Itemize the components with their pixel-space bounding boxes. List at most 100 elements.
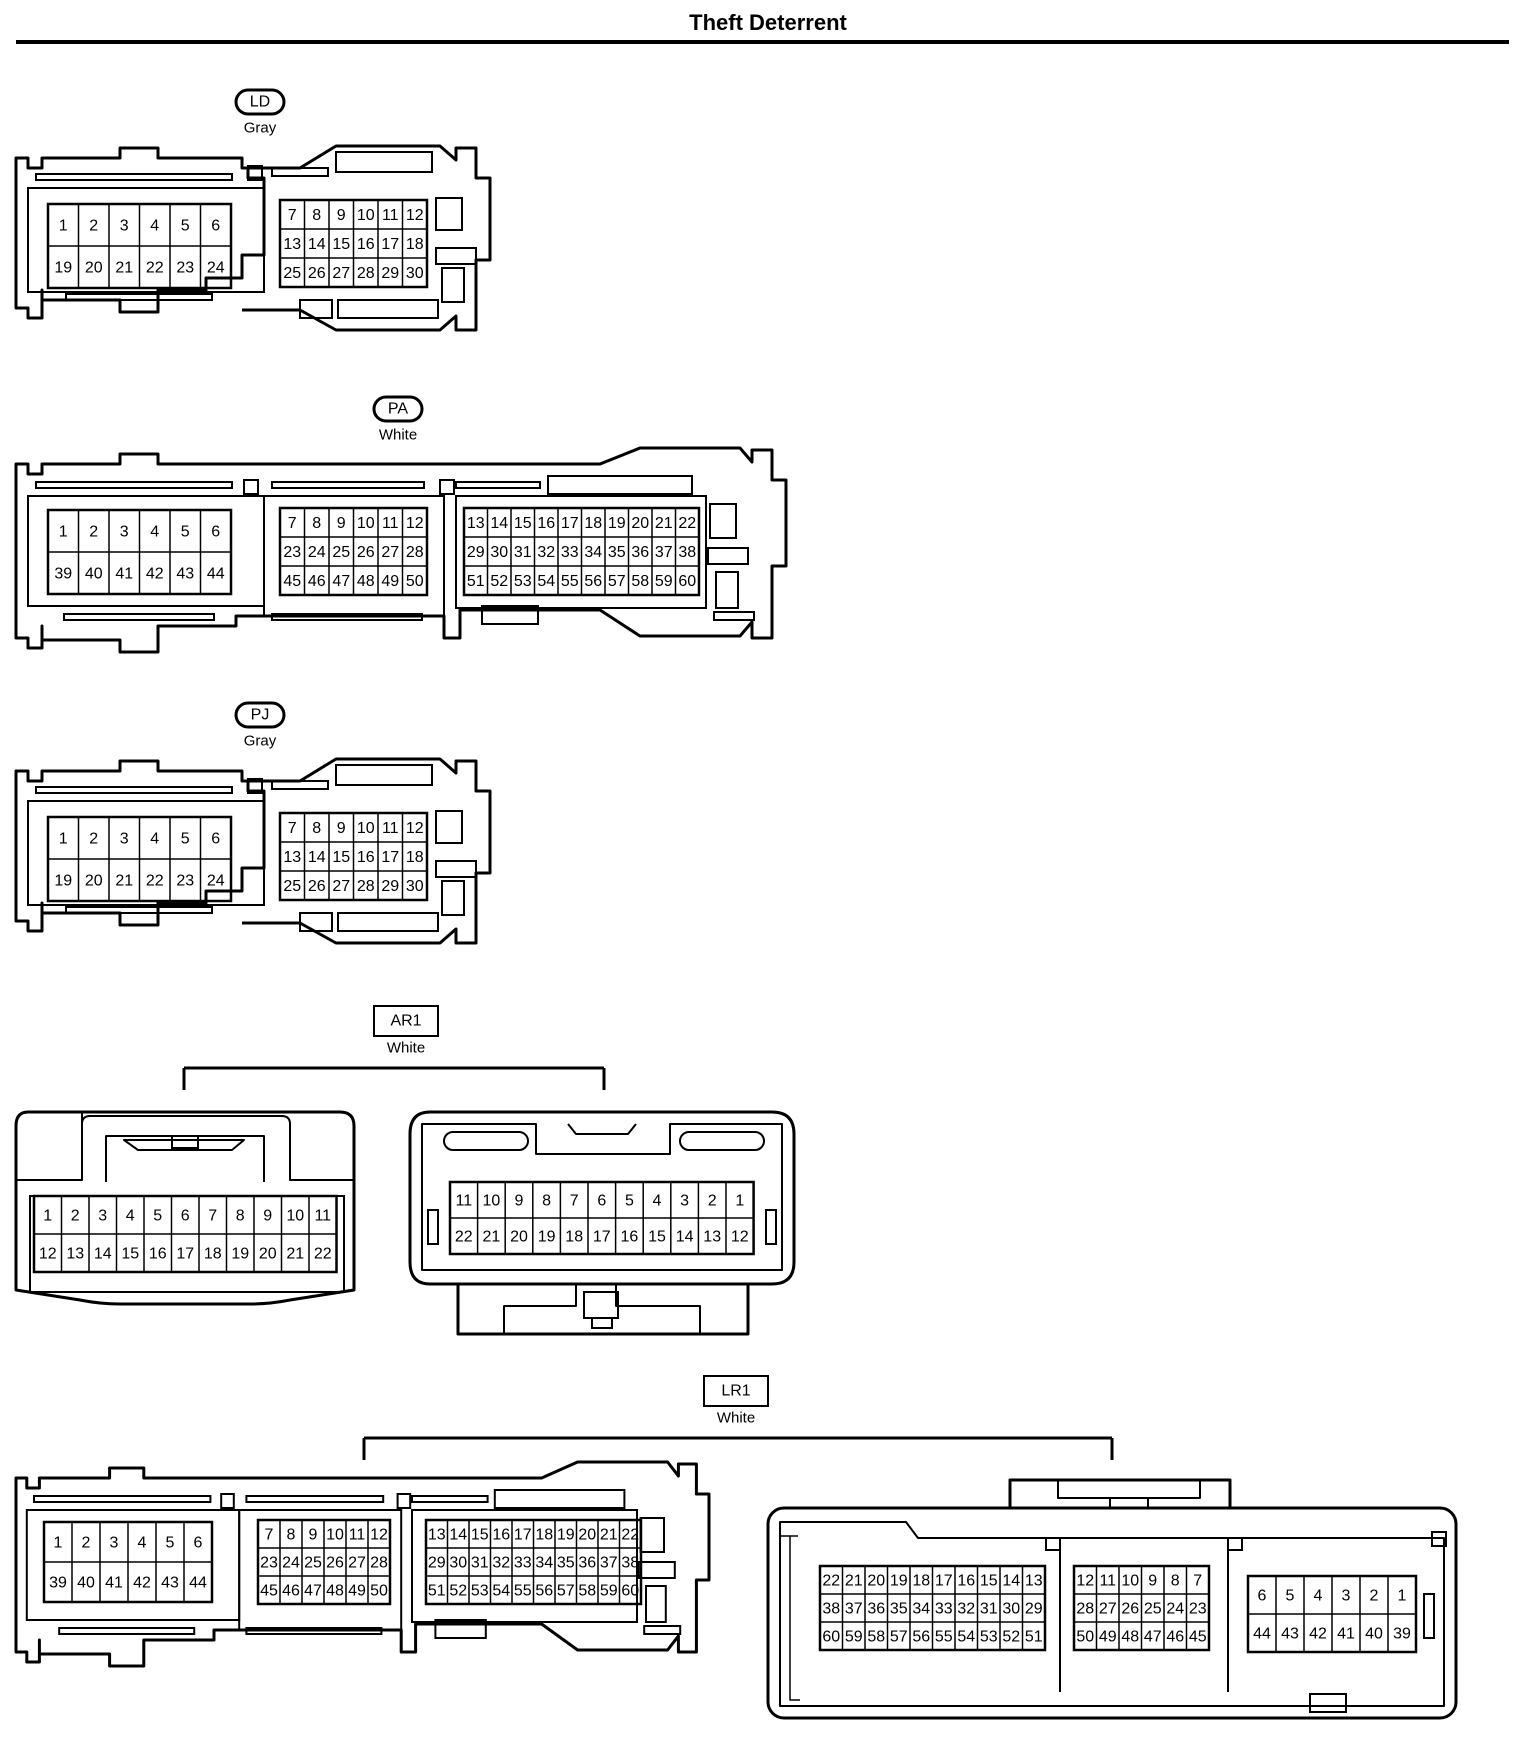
pin-number: 10 (326, 1527, 344, 1544)
side-lock (709, 503, 737, 539)
pin-number: 19 (231, 1246, 249, 1263)
pin-number: 5 (181, 524, 190, 541)
cavity-frame (27, 495, 265, 607)
connector-color: Gray (244, 120, 277, 137)
pin-number: 28 (357, 878, 375, 895)
pin-number: 55 (561, 573, 579, 590)
pin-number: 30 (406, 878, 424, 895)
pin-number: 14 (308, 849, 326, 866)
pin-number: 1 (54, 1535, 63, 1552)
pin-number: 18 (535, 1527, 553, 1544)
pin-number: 2 (71, 1208, 80, 1225)
pin-number: 11 (314, 1208, 331, 1225)
pin-number: 3 (1342, 1588, 1351, 1605)
latch-rail (33, 1495, 212, 1503)
pin-number: 9 (515, 1193, 524, 1210)
pin-number: 23 (176, 260, 194, 277)
key-slot (1227, 1537, 1243, 1551)
pin-number: 58 (867, 1629, 885, 1646)
pin-number: 12 (1076, 1573, 1094, 1590)
pin-number: 13 (703, 1229, 721, 1246)
connector-code: LR1 (721, 1383, 750, 1400)
pin-number: 38 (621, 1555, 639, 1572)
pin-number: 4 (138, 1535, 147, 1552)
pin-number: 12 (370, 1527, 388, 1544)
pin-number: 19 (890, 1573, 908, 1590)
pin-number: 7 (1193, 1573, 1202, 1590)
pin-number: 17 (593, 1229, 611, 1246)
pin-number: 60 (822, 1629, 840, 1646)
pin-number: 1 (59, 218, 68, 235)
pin-number: 21 (115, 873, 133, 890)
pin-number: 22 (822, 1573, 840, 1590)
side-lock (715, 571, 739, 609)
pin-number: 51 (428, 1583, 446, 1600)
cavity-frame (25, 1509, 241, 1621)
pin-number: 58 (578, 1583, 596, 1600)
pin-number: 22 (146, 873, 164, 890)
connector-color: White (387, 1040, 425, 1057)
latch-rail (35, 481, 233, 489)
pin-number: 19 (538, 1229, 556, 1246)
pin-number: 32 (492, 1555, 510, 1572)
pin-number: 46 (282, 1583, 300, 1600)
side-lock (435, 197, 463, 231)
lock-tab (335, 764, 433, 786)
pin-number: 58 (631, 573, 649, 590)
pin-number: 17 (514, 1527, 532, 1544)
pin-number: 8 (312, 515, 321, 532)
key-slot (1045, 1537, 1061, 1551)
pin-number: 12 (39, 1246, 57, 1263)
pin-number: 8 (312, 207, 321, 224)
pin-number: 11 (349, 1527, 366, 1544)
pin-number: 25 (283, 878, 301, 895)
pin-number: 52 (449, 1583, 467, 1600)
pin-number: 48 (357, 573, 375, 590)
pin-number: 9 (309, 1527, 318, 1544)
pin-number: 4 (126, 1208, 135, 1225)
latch-rail (271, 481, 425, 489)
pin-number: 24 (308, 544, 326, 561)
pin-number: 23 (260, 1555, 278, 1572)
pin-number: 44 (189, 1575, 207, 1592)
pin-number: 5 (153, 1208, 162, 1225)
pin-number: 4 (1314, 1588, 1323, 1605)
housing-outline (123, 1139, 245, 1151)
pin-number: 34 (912, 1601, 930, 1618)
housing-outline (779, 1521, 1445, 1707)
pin-number: 21 (483, 1229, 501, 1246)
pin-number: 18 (565, 1229, 583, 1246)
pin-number: 56 (912, 1629, 930, 1646)
pin-number: 23 (1189, 1601, 1207, 1618)
pin-number: 4 (150, 524, 159, 541)
pin-number: 45 (1189, 1629, 1207, 1646)
latch-rail (35, 173, 233, 181)
pin-number: 22 (678, 515, 696, 532)
pin-number: 17 (935, 1573, 953, 1590)
pin-number: 60 (678, 573, 696, 590)
housing-outline (16, 1112, 354, 1181)
pin-number: 44 (207, 566, 225, 583)
pin-number: 1 (43, 1208, 52, 1225)
housing-outline (780, 1535, 800, 1701)
pin-number: 4 (150, 218, 159, 235)
pin-number: 8 (287, 1527, 296, 1544)
pin-number: 18 (406, 849, 424, 866)
lock-tab (547, 475, 693, 495)
pin-number: 59 (845, 1629, 863, 1646)
pin-number: 51 (467, 573, 485, 590)
pin-number: 55 (935, 1629, 953, 1646)
pin-number: 2 (89, 218, 98, 235)
pin-number: 56 (535, 1583, 553, 1600)
pin-number: 8 (312, 820, 321, 837)
housing-outline (766, 1506, 1458, 1720)
pin-number: 18 (912, 1573, 930, 1590)
pin-number: 26 (326, 1555, 344, 1572)
pin-number: 41 (1337, 1626, 1355, 1643)
cavity-frame (27, 187, 265, 293)
pin-number: 57 (557, 1583, 575, 1600)
pin-number: 22 (621, 1527, 639, 1544)
pin-number: 15 (121, 1246, 139, 1263)
pin-number: 21 (286, 1246, 304, 1263)
pin-number: 44 (1253, 1626, 1271, 1643)
